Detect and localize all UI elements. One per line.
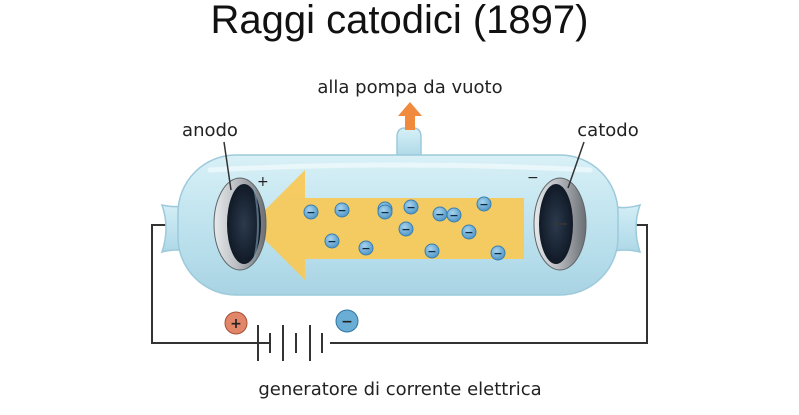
electron-icon: − [403,199,419,215]
electron-icon: − [446,207,462,223]
cathode-electrode [533,177,587,271]
svg-text:−: − [427,245,436,258]
electron-icon: − [303,204,319,220]
battery-symbol [257,325,323,361]
anode-leader-line [223,141,232,191]
electron-icon: − [476,196,492,212]
cathode-ray-beam [250,170,524,280]
anode-electrode [213,177,267,271]
svg-text:−: − [406,201,415,214]
svg-text:−: − [493,247,502,260]
anode-sign: + [257,174,269,190]
electron-icon: − [324,233,340,249]
positive-terminal-icon: + [224,311,248,335]
cathode-sign: − [527,170,539,186]
cathode-leader-line [567,141,585,189]
svg-text:−: − [449,209,458,222]
svg-text:−: − [380,206,389,219]
pump-arrow-icon [398,102,422,130]
electron-icon: − [424,243,440,259]
anode-label: anodo [182,120,238,141]
svg-text:−: − [337,204,346,217]
electron-icon: − [377,204,393,220]
electron-icon: − [490,245,506,261]
negative-terminal-sign: − [341,314,353,330]
svg-text:−: − [327,235,336,248]
positive-terminal-sign: + [230,316,242,332]
svg-text:−: − [479,198,488,211]
electron-icon: − [432,206,448,222]
pump-label: alla pompa da vuoto [317,77,502,98]
electron-icon: − [461,224,477,240]
svg-text:−: − [435,208,444,221]
electrons-group: −−−−−−−−−−−−−− [303,196,506,261]
electron-icon: − [398,221,414,237]
electron-icon: − [334,202,350,218]
electron-icon: − [358,240,374,256]
svg-text:−: − [306,206,315,219]
svg-text:−: − [464,226,473,239]
svg-text:−: − [361,242,370,255]
page-title: Raggi catodici (1897) [210,0,589,42]
cathode-label: catodo [577,120,638,141]
svg-text:−: − [401,223,410,236]
generator-label: generatore di corrente elettrica [258,379,541,400]
negative-terminal-icon: − [335,309,359,333]
